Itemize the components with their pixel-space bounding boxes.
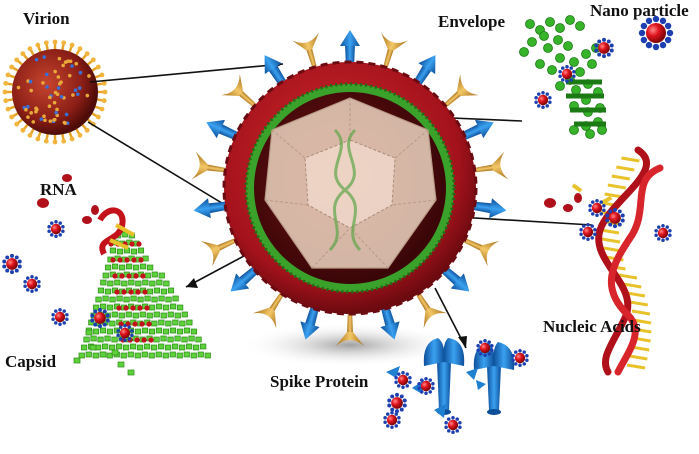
- nano-particle: [383, 411, 400, 429]
- main-virus: [192, 30, 509, 346]
- nano-particle: [47, 220, 64, 238]
- virion-illustration: [3, 40, 108, 145]
- nano-particle: [444, 416, 461, 434]
- dna-helix: [599, 150, 660, 372]
- virion-label: Virion: [23, 10, 70, 27]
- nano-particle-large: [639, 16, 673, 50]
- rna-beads-right: [544, 193, 582, 212]
- envelope-label: Envelope: [438, 13, 505, 30]
- rna-label: RNA: [40, 181, 77, 198]
- virion-pointer-line: [90, 64, 283, 82]
- nano-particle-label: Nano particle: [590, 2, 689, 19]
- nucleic-acids-label: Nucleic Acids: [543, 318, 641, 335]
- nano-particle: [534, 91, 551, 109]
- nano-particle: [2, 254, 21, 274]
- capsid-label: Capsid: [5, 353, 56, 370]
- nano-particle: [579, 223, 596, 241]
- nano-particle: [23, 275, 40, 293]
- nano-particle: [51, 308, 68, 326]
- capsid-helix: [74, 210, 211, 375]
- nano-particle: [387, 393, 406, 413]
- nano-particle: [654, 224, 671, 242]
- spike-protein-label: Spike Protein: [270, 373, 368, 390]
